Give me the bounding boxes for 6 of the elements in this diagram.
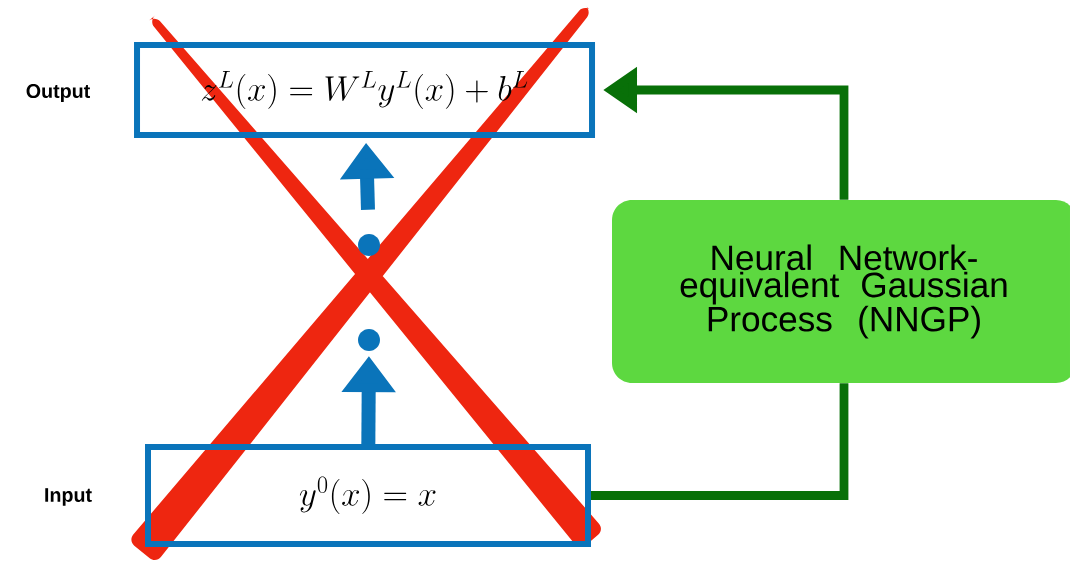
formula-box: $y^{0}(x) = x$ — [145, 444, 591, 547]
side-label: Input — [45, 488, 92, 506]
dot — [358, 329, 380, 351]
dot — [358, 234, 380, 256]
side-label: Output — [26, 84, 90, 102]
process-box: Neural Network-equivalent Gaussian Process (NNGP) — [612, 200, 1070, 383]
